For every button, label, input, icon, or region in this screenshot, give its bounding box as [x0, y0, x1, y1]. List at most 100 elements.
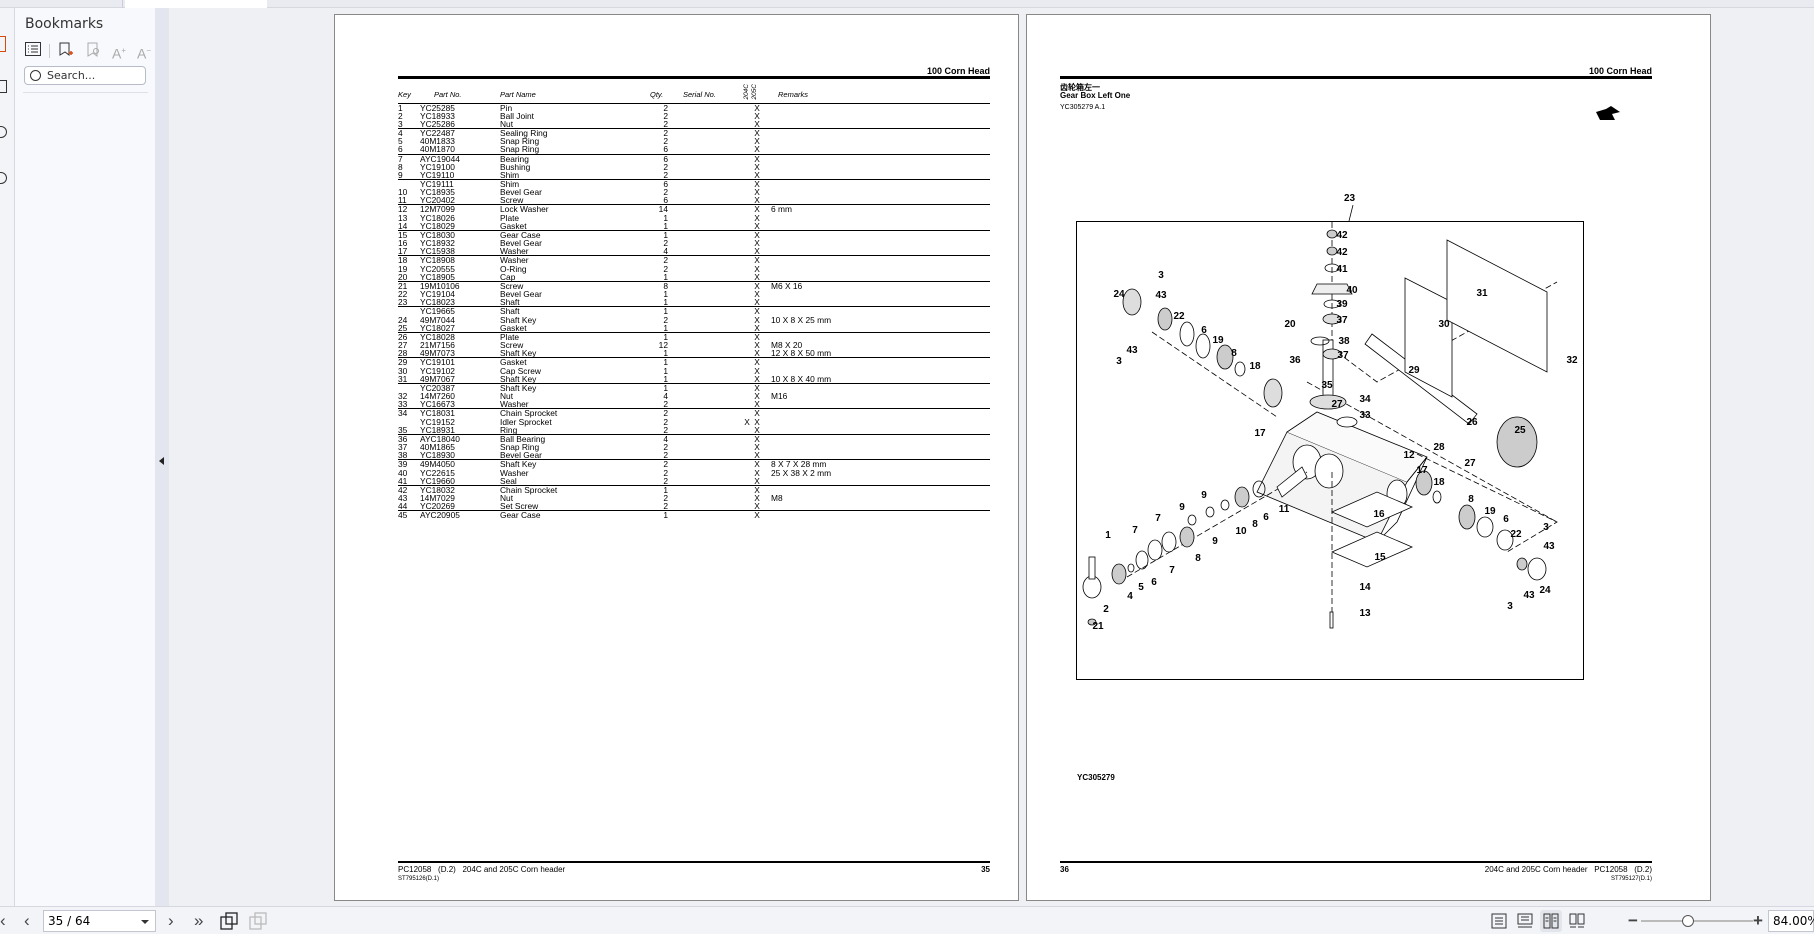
cell-qty: 6 [663, 179, 668, 189]
panel-splitter[interactable] [155, 8, 169, 906]
rotate-view-icon[interactable] [220, 912, 238, 930]
cell-key: 28 [398, 349, 419, 359]
tab-inactive[interactable] [0, 0, 123, 8]
comments-icon[interactable] [0, 126, 7, 138]
cell-part-name: Bevel Gear [500, 187, 542, 198]
cell-key: 5 [398, 136, 403, 147]
cell-qty: 2 [663, 416, 668, 427]
cell-remarks: M16 [771, 391, 788, 402]
cell-qty: 8 [663, 280, 668, 291]
zoom-slider-track[interactable] [1641, 920, 1753, 922]
cell-model-204c [743, 221, 751, 231]
cell-key: 31 [398, 375, 419, 384]
cell-part-name: Shaft Key [500, 382, 537, 393]
cell-model-205c: X [754, 493, 760, 503]
collapse-panel-icon[interactable] [159, 457, 164, 465]
zoom-slider-knob[interactable] [1682, 915, 1695, 927]
cell-qty: 2 [663, 128, 668, 139]
compare-view-icon[interactable] [249, 912, 267, 930]
cell-model-204c [743, 434, 751, 443]
bookmarks-panel: Bookmarks A+ A− Search... [15, 8, 155, 906]
bookmark-panel-icon[interactable] [0, 36, 6, 52]
cell-qty: 2 [650, 502, 668, 512]
callout-label: 29 [1408, 365, 1420, 376]
last-page-icon[interactable]: » [194, 911, 204, 930]
bookmark-list-icon[interactable] [24, 42, 42, 60]
callout-label: 12 [1403, 450, 1415, 461]
footer-rule [1060, 861, 1652, 863]
divider [49, 44, 50, 58]
callout-label: 13 [1359, 608, 1371, 619]
cell-model-205c: X [751, 349, 763, 359]
cell-part-no: YC19660 [419, 477, 500, 486]
callout-label: 18 [1249, 361, 1261, 372]
cell-serial-no [668, 290, 743, 298]
callout-label: 34 [1359, 394, 1371, 405]
font-increase-icon[interactable]: A+ [111, 45, 126, 62]
page-number-input[interactable]: 35 / 64 [43, 910, 156, 932]
cell-qty: 1 [663, 306, 668, 317]
cell-qty: 1 [650, 375, 668, 384]
cell-qty: 1 [650, 324, 668, 333]
next-page-icon[interactable]: › [168, 911, 174, 930]
panel-title: Bookmarks [25, 16, 104, 32]
search-bookmark-icon[interactable] [85, 42, 103, 60]
cell-serial-no [668, 281, 743, 290]
zoom-in-icon[interactable]: + [1753, 911, 1763, 930]
callout-label: 33 [1359, 410, 1371, 421]
bookmark-search-input[interactable]: Search... [24, 66, 146, 85]
cell-part-no: YC22615 [420, 467, 455, 478]
zoom-level-input[interactable]: 84.00% [1768, 910, 1814, 932]
page-number-value: 35 / 64 [48, 914, 91, 928]
cell-part-no: YC18026 [420, 212, 455, 223]
callout-label: 39 [1336, 299, 1348, 310]
cell-model-204c [743, 129, 751, 138]
two-page-view-button[interactable] [1540, 910, 1562, 932]
cell-model-204c [743, 494, 751, 502]
cell-part-no: 12M7099 [420, 204, 455, 215]
zoom-out-icon[interactable]: − [1628, 911, 1638, 930]
cell-key: 1 [398, 102, 403, 113]
single-page-view-button[interactable] [1488, 910, 1510, 932]
tab-active[interactable] [125, 0, 267, 8]
add-bookmark-icon[interactable] [57, 42, 75, 60]
cell-part-name: Seal [500, 477, 650, 486]
chevron-down-icon[interactable] [141, 920, 149, 924]
cell-key: 29 [398, 357, 408, 368]
cell-remarks [763, 383, 990, 392]
two-page-continuous-button[interactable] [1566, 910, 1588, 932]
cell-part-no: YC18932 [420, 238, 455, 249]
cell-remarks [763, 409, 990, 418]
callout-label: 18 [1433, 477, 1445, 488]
cell-part-name: Shaft Key [500, 349, 650, 359]
cell-remarks: 6 mm [771, 204, 792, 215]
prev-page-icon[interactable]: ‹ [24, 911, 30, 930]
cell-remarks [763, 298, 990, 308]
attachments-icon[interactable] [0, 172, 7, 184]
cell-part-no: 49M7073 [419, 349, 500, 359]
pages-icon[interactable] [0, 80, 7, 93]
cell-part-no: YC16673 [419, 400, 500, 410]
cell-model-205c: X [754, 110, 760, 121]
cell-remarks [763, 265, 990, 273]
cell-part-name: Ball Bearing [500, 433, 546, 444]
cell-remarks [763, 290, 990, 298]
cell-key: 43 [398, 493, 408, 503]
section-header: 100 Corn Head [1588, 66, 1652, 76]
cell-qty: 1 [650, 349, 668, 359]
continuous-view-button[interactable] [1514, 910, 1536, 932]
first-page-icon[interactable]: ‹ [0, 911, 6, 930]
cell-remarks [763, 170, 990, 180]
cell-remarks: 10 X 8 X 25 mm [771, 314, 832, 325]
font-decrease-icon[interactable]: A− [136, 45, 151, 62]
col-qty: Qty. [650, 84, 668, 104]
callout-label: 5 [1138, 582, 1144, 593]
